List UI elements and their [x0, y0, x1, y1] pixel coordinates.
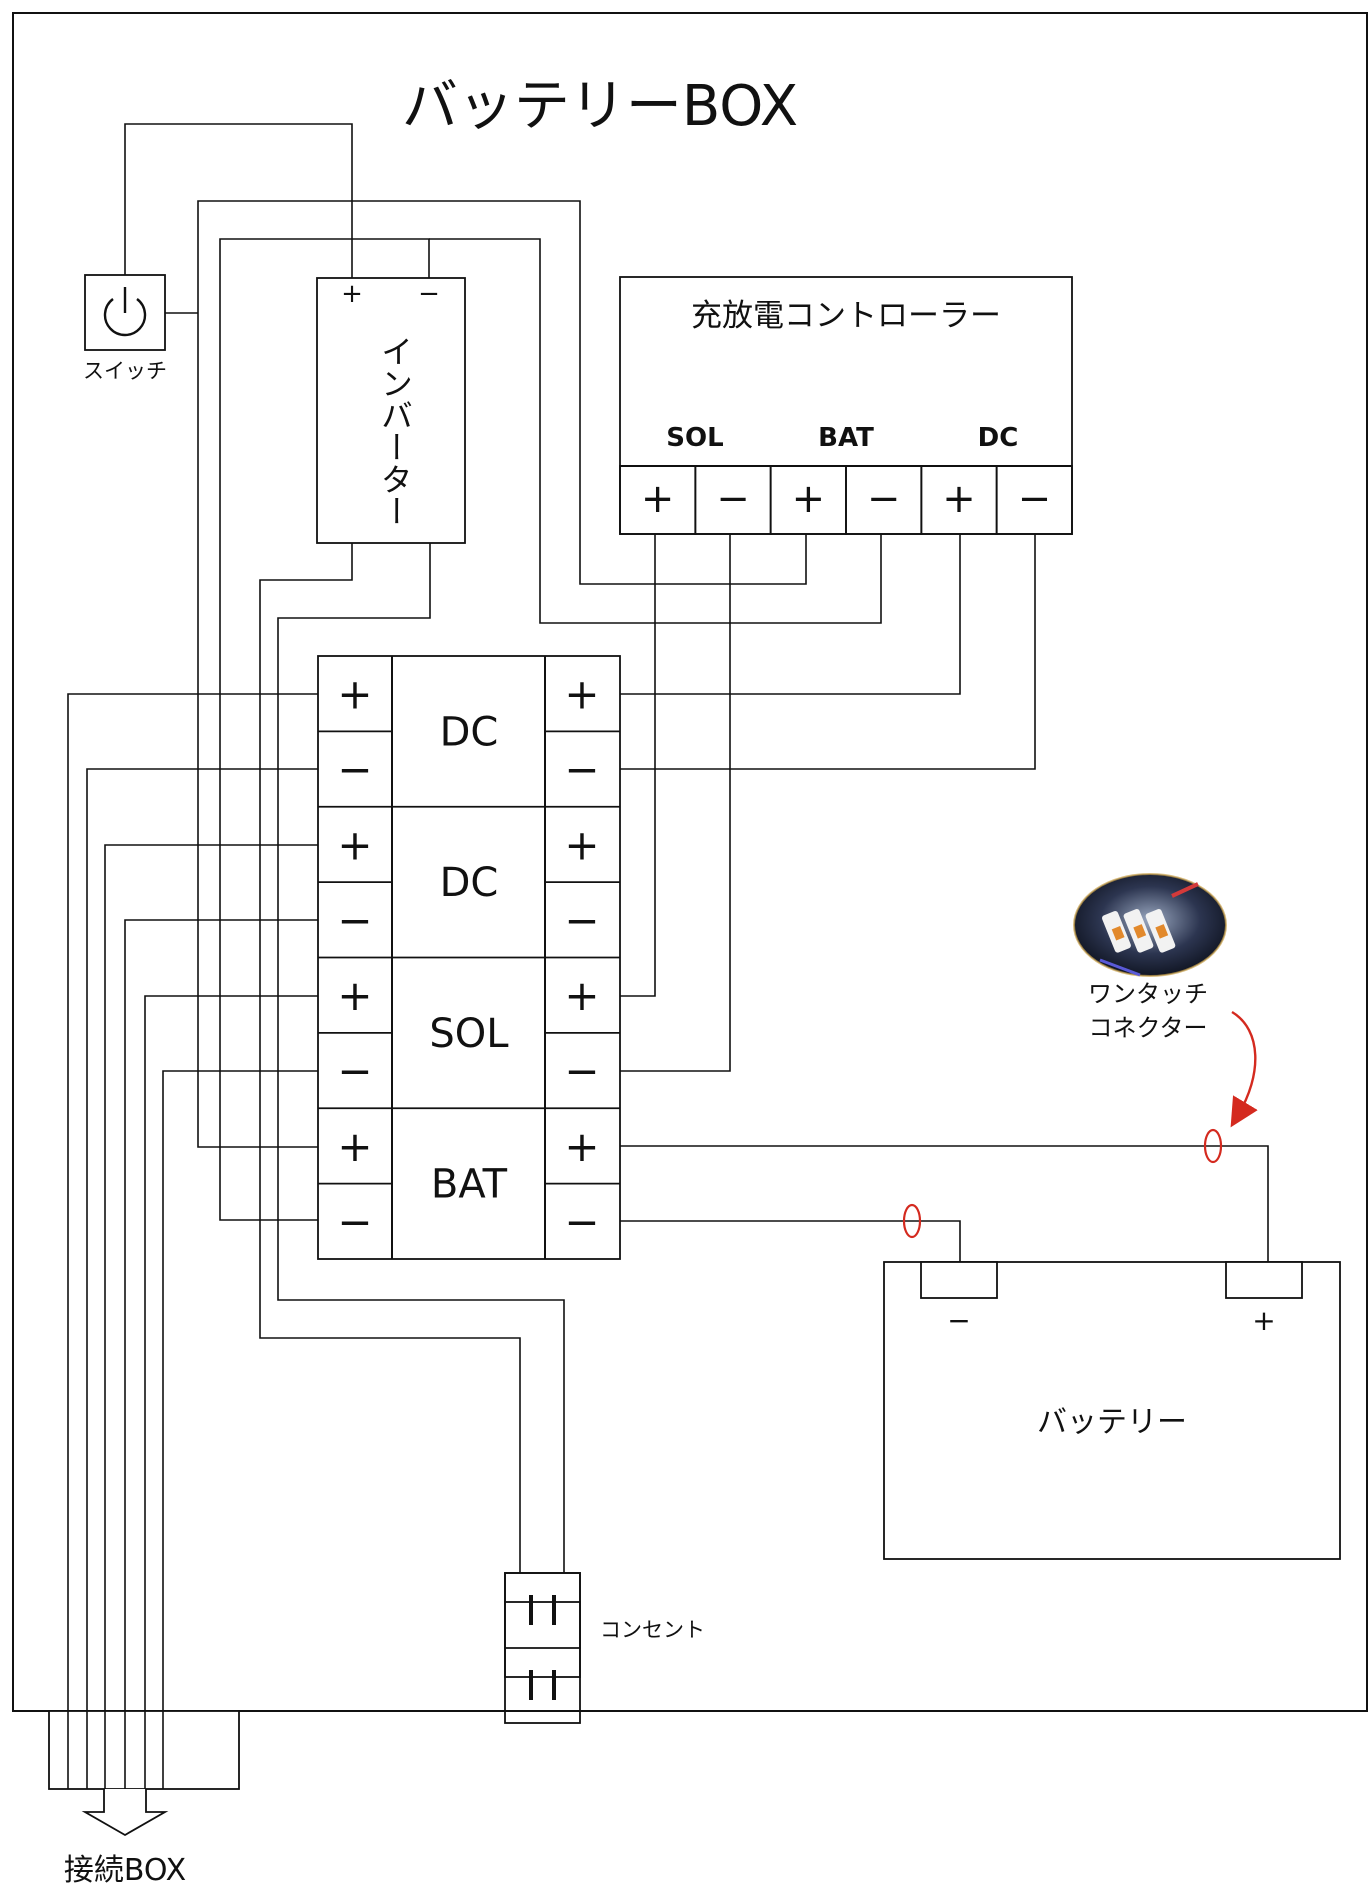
terminal-block: DC + − + − DC + − + − SOL + − + − BAT + − + − — [317, 655, 621, 1260]
connector-photo — [1073, 873, 1227, 977]
terminal-left-plus: + — [337, 820, 372, 869]
outlet — [504, 1572, 581, 1724]
controller-group-bat: BAT — [818, 423, 874, 453]
terminal-right-plus: + — [564, 670, 599, 719]
terminal-left-minus: − — [337, 1047, 372, 1096]
outlet-label: コンセント — [600, 1618, 705, 1642]
inverter-label: インバーター — [376, 335, 414, 527]
terminal-right-minus: − — [564, 745, 599, 794]
controller-terminal-symbol: − — [867, 476, 901, 522]
terminal-block-label-2: DC — [440, 860, 499, 906]
terminal-right-plus: + — [564, 1122, 599, 1171]
controller-title: 充放電コントローラー — [691, 298, 1001, 334]
controller-terminal-symbol: + — [641, 476, 675, 522]
terminal-right-minus: − — [564, 896, 599, 945]
connector-pointer-arrow — [1230, 1010, 1258, 1128]
controller-terminal-symbol: + — [942, 476, 976, 522]
inverter: + − インバーター — [316, 277, 466, 544]
connection-box-exit — [48, 1710, 240, 1837]
battery-box-outline — [12, 12, 1368, 1712]
connector-marker-plus — [1203, 1128, 1223, 1164]
battery-label: バッテリー — [1037, 1405, 1187, 1440]
inverter-plus-label: + — [341, 279, 363, 309]
power-icon — [103, 287, 147, 337]
connection-box-label: 接続BOX — [64, 1853, 186, 1888]
wires — [67, 123, 1269, 1728]
power-switch[interactable] — [84, 274, 166, 351]
controller-terminal-symbol: − — [716, 476, 750, 522]
terminal-left-minus: − — [337, 1197, 372, 1246]
terminal-right-minus: − — [564, 1047, 599, 1096]
connector-marker-minus — [902, 1203, 922, 1239]
battery: − + バッテリー — [883, 1261, 1341, 1560]
battery-minus-label: − — [947, 1304, 970, 1337]
controller-terminal-symbol: + — [792, 476, 826, 522]
one-touch-connector: ワンタッチ コネクター — [902, 873, 1258, 1239]
terminal-left-minus: − — [337, 745, 372, 794]
terminal-right-plus: + — [564, 971, 599, 1020]
battery-plus-label: + — [1252, 1304, 1275, 1337]
battery-minus-terminal — [920, 1261, 998, 1299]
terminal-right-plus: + — [564, 820, 599, 869]
controller-terminal-symbol: − — [1018, 476, 1052, 522]
diagram-title: バッテリーBOX — [402, 74, 798, 139]
terminal-right-minus: − — [564, 1197, 599, 1246]
controller-group-dc: DC — [978, 423, 1019, 453]
controller-terminal-6 — [995, 465, 1073, 535]
connector-label-line1: ワンタッチ — [1088, 980, 1208, 1008]
terminal-left-minus: − — [337, 896, 372, 945]
terminal-left-plus: + — [337, 670, 372, 719]
terminal-left-plus: + — [337, 971, 372, 1020]
down-arrow-icon — [81, 1789, 169, 1837]
terminal-block-label-3: SOL — [429, 1011, 509, 1057]
terminal-block-label-4: BAT — [431, 1162, 508, 1208]
connector-label-line2: コネクター — [1088, 1014, 1207, 1042]
battery-plus-terminal — [1225, 1261, 1303, 1299]
terminal-left-plus: + — [337, 1122, 372, 1171]
terminal-block-label-1: DC — [440, 709, 499, 755]
controller-group-sol: SOL — [666, 423, 723, 453]
switch-label: スイッチ — [83, 359, 167, 383]
inverter-minus-label: − — [418, 279, 440, 309]
charge-controller: 充放電コントローラー SOL BAT DC +−+−+− — [619, 276, 1073, 535]
